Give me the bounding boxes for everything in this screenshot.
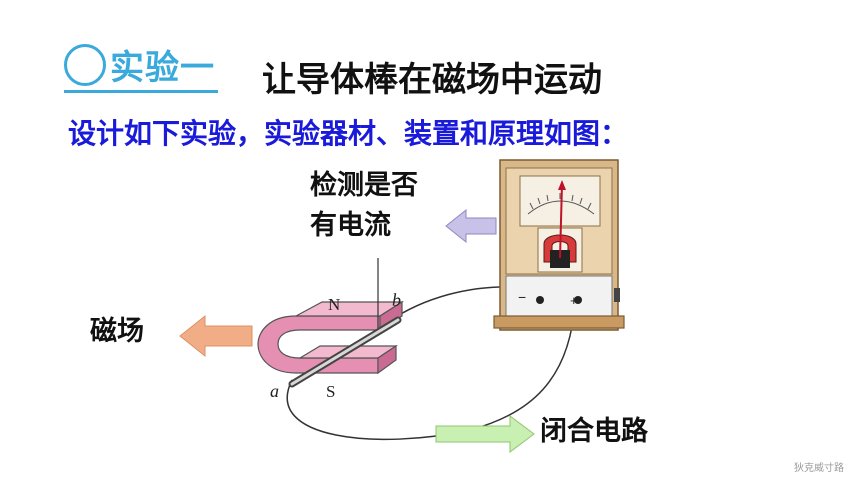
closed-circuit-label: 闭合电路 — [540, 416, 648, 447]
terminal-minus-label: − — [518, 289, 526, 305]
circle-bullet-icon — [64, 44, 106, 86]
galvanometer-needle — [559, 183, 563, 259]
subtitle: 设计如下实验，实验器材、装置和原理如图： — [68, 117, 629, 150]
horseshoe-magnet — [257, 300, 405, 375]
magnetic-field-label: 磁场 — [90, 316, 144, 347]
pole-s-label: S — [326, 382, 335, 401]
arrow-circuit-icon — [435, 415, 535, 453]
end-a-label: a — [270, 381, 279, 401]
arrow-magnetic-field-icon — [179, 314, 253, 358]
galvanometer — [493, 159, 625, 331]
conductor-rod — [288, 316, 402, 388]
end-b-label: b — [392, 290, 401, 310]
terminal-plus-label: + — [570, 293, 578, 308]
experiment-label: 实验一 — [110, 48, 215, 88]
detect-label-line2: 有电流 — [310, 210, 391, 241]
detect-label-line1: 检测是否 — [310, 170, 418, 201]
watermark: 狄克威寸路 — [794, 463, 844, 474]
label-underline — [64, 90, 218, 93]
arrow-detect-icon — [445, 208, 497, 244]
page-title: 让导体棒在磁场中运动 — [262, 60, 602, 100]
pole-n-label: N — [328, 295, 340, 314]
